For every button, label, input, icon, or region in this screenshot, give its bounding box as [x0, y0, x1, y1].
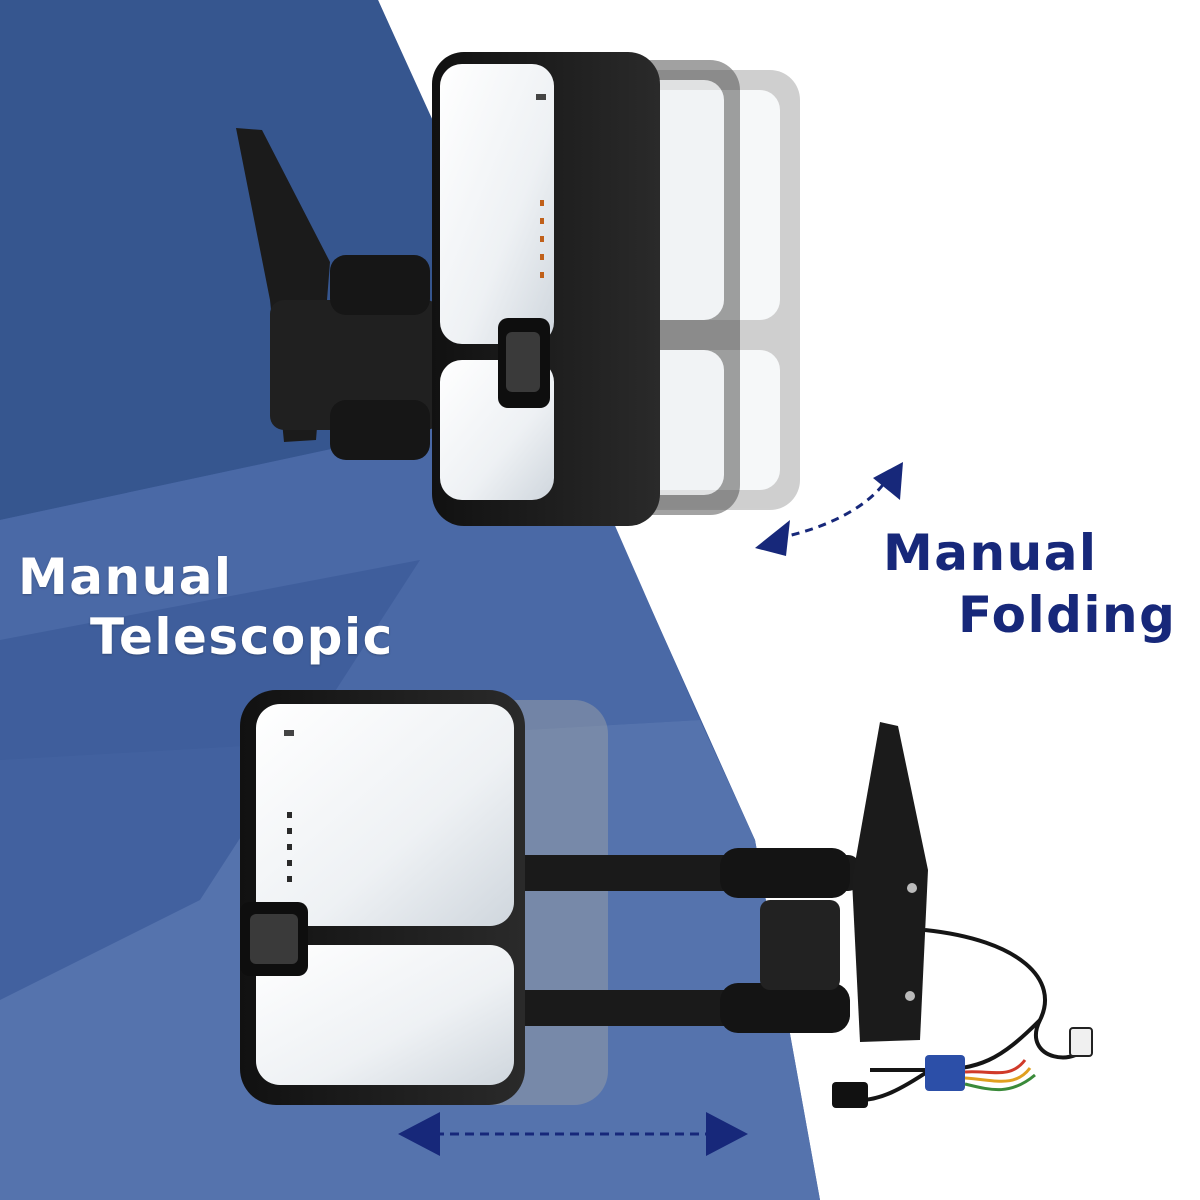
- telescopic-arms: [440, 848, 860, 1033]
- folding-mirror-mount: [236, 128, 440, 460]
- straight-double-arrow-icon: [398, 1112, 748, 1156]
- telescopic-mirror-main: [240, 690, 525, 1105]
- folding-label-line2: Folding: [958, 586, 1177, 644]
- telescopic-label-line1: Manual: [18, 548, 233, 606]
- white-connector: [1069, 1027, 1093, 1057]
- telescopic-mirror-mount: [852, 722, 928, 1042]
- folding-mirror-main: [432, 52, 660, 526]
- curved-double-arrow-icon: [755, 462, 903, 556]
- black-connector: [832, 1082, 868, 1108]
- blue-connector: [925, 1055, 965, 1091]
- telescopic-label-line2: Telescopic: [90, 608, 394, 666]
- folding-label-line1: Manual: [883, 524, 1098, 582]
